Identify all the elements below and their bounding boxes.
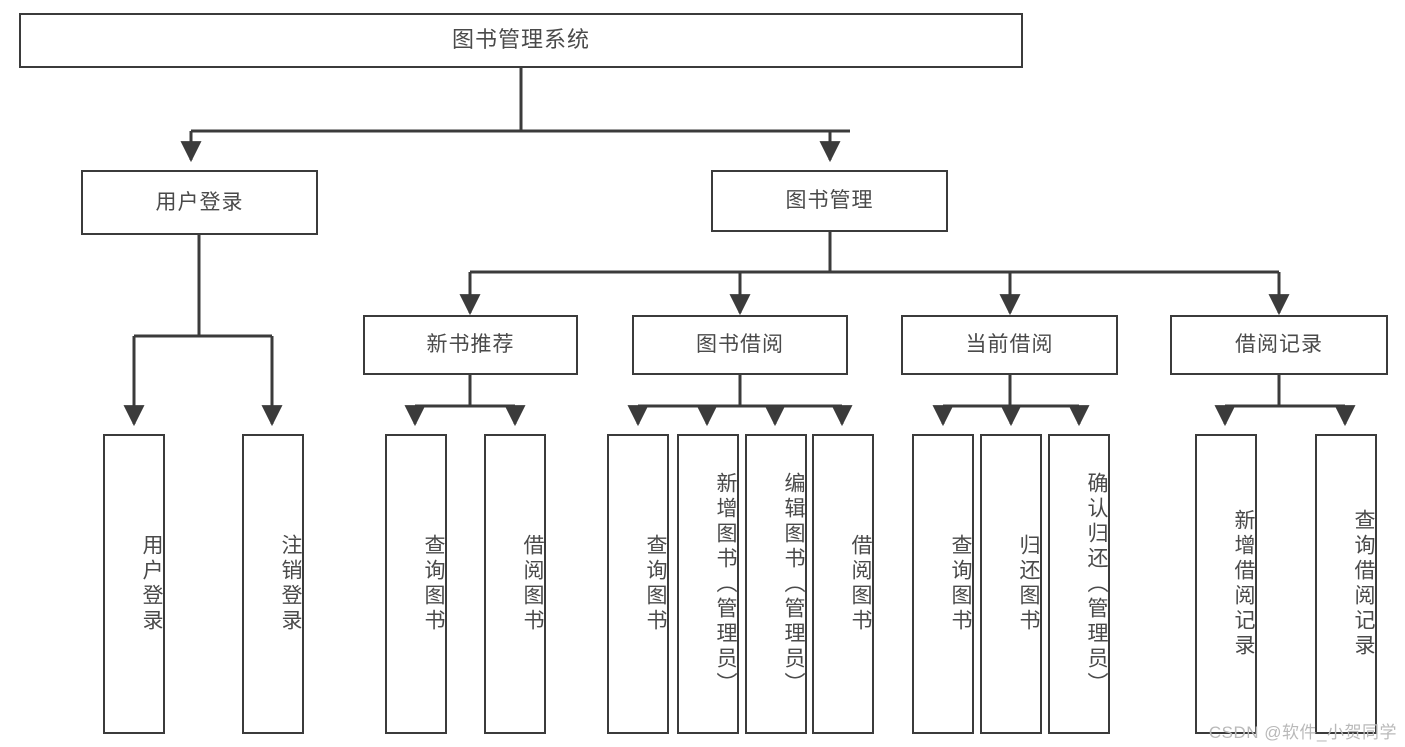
leaf-confirm-return[interactable]: 确认归还（管理员） [1048,434,1110,734]
leaf-borrow-book-1-label: 借阅图书 [521,534,544,634]
leaf-add-record[interactable]: 新增借阅记录 [1195,434,1257,734]
leaf-query-book-2[interactable]: 查询图书 [607,434,669,734]
leaf-return-book[interactable]: 归还图书 [980,434,1042,734]
leaf-return-book-label: 归还图书 [1017,534,1040,634]
node-book-management[interactable]: 图书管理 [711,170,948,232]
leaf-query-book-1[interactable]: 查询图书 [385,434,447,734]
leaf-query-book-1-label: 查询图书 [422,534,445,634]
leaf-query-record[interactable]: 查询借阅记录 [1315,434,1377,734]
leaf-user-login[interactable]: 用户登录 [103,434,165,734]
leaf-borrow-book-1[interactable]: 借阅图书 [484,434,546,734]
node-user-login[interactable]: 用户登录 [81,170,318,235]
leaf-edit-book[interactable]: 编辑图书（管理员） [745,434,807,734]
node-book-borrow[interactable]: 图书借阅 [632,315,848,375]
leaf-query-book-2-label: 查询图书 [644,534,667,634]
leaf-add-book-label: 新增图书（管理员） [714,471,737,697]
node-current-borrow[interactable]: 当前借阅 [901,315,1118,375]
leaf-borrow-book-2-label: 借阅图书 [849,534,872,634]
leaf-edit-book-label: 编辑图书（管理员） [782,471,805,697]
leaf-user-login-label: 用户登录 [140,534,163,634]
node-new-book-recommend[interactable]: 新书推荐 [363,315,578,375]
leaf-borrow-book-2[interactable]: 借阅图书 [812,434,874,734]
leaf-query-book-3-label: 查询图书 [949,534,972,634]
watermark: CSDN @软件_小贺同学 [1208,723,1397,742]
leaf-confirm-return-label: 确认归还（管理员） [1085,471,1108,697]
node-root-system[interactable]: 图书管理系统 [19,13,1023,68]
leaf-logout-login-label: 注销登录 [279,534,302,634]
leaf-add-record-label: 新增借阅记录 [1232,509,1255,659]
leaf-add-book[interactable]: 新增图书（管理员） [677,434,739,734]
leaf-logout-login[interactable]: 注销登录 [242,434,304,734]
leaf-query-book-3[interactable]: 查询图书 [912,434,974,734]
node-borrow-record[interactable]: 借阅记录 [1170,315,1388,375]
leaf-query-record-label: 查询借阅记录 [1352,509,1375,659]
